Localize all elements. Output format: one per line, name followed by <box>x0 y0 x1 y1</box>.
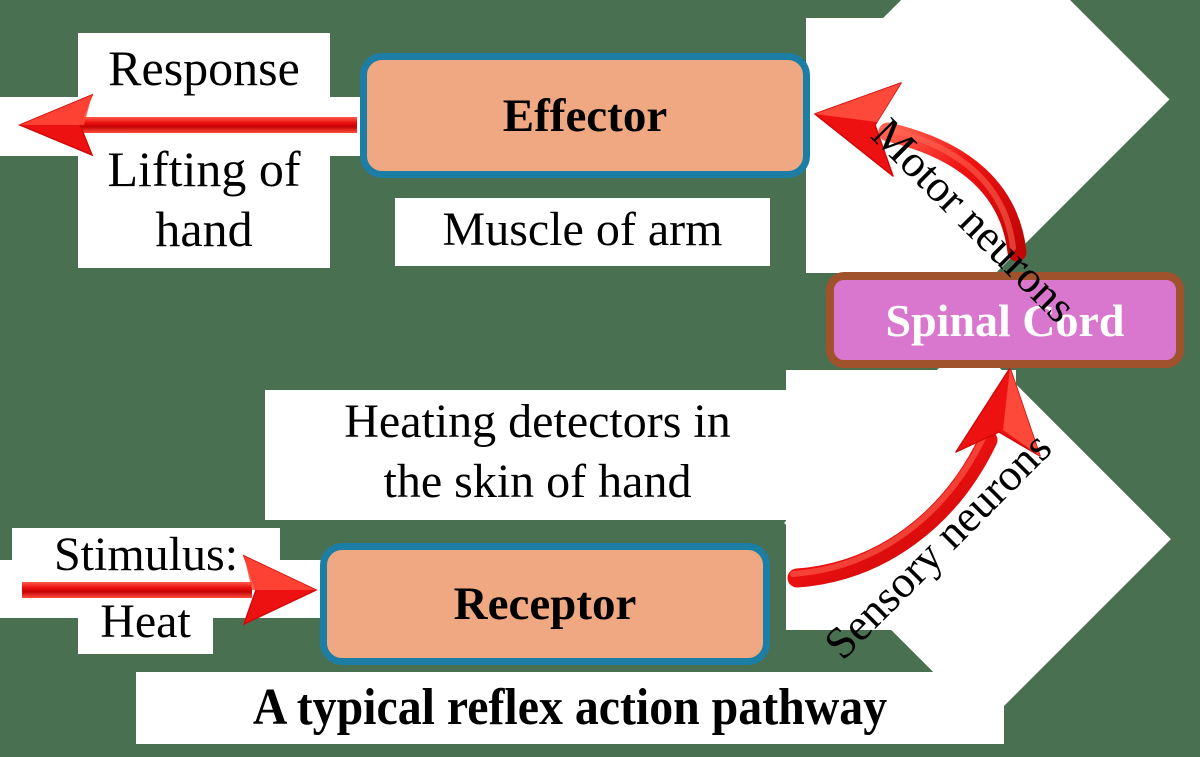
label-effector-detail: Muscle of arm <box>442 203 723 256</box>
label-hand: hand <box>155 201 253 257</box>
node-receptor-label: Receptor <box>453 578 637 630</box>
white-patch-receptor-detail <box>265 390 810 520</box>
node-spinal-cord-label: Spinal Cord <box>885 294 1125 346</box>
node-effector-label: Effector <box>502 89 668 142</box>
label-stimulus: Stimulus: <box>53 528 239 581</box>
label-receptor-detail-line1: Heating detectors in <box>344 395 731 448</box>
label-lifting-of: Lifting of <box>107 141 301 197</box>
node-spinal-cord[interactable]: Spinal Cord <box>826 272 1184 368</box>
white-patch-heat-text <box>78 592 213 654</box>
diagram-title: A typical reflex action pathway <box>252 679 888 736</box>
label-receptor-detail-line2: the skin of hand <box>383 455 692 508</box>
node-receptor[interactable]: Receptor <box>320 543 770 665</box>
node-effector[interactable]: Effector <box>360 53 810 178</box>
white-patch-effector-detail <box>395 198 770 266</box>
label-response: Response <box>108 40 300 96</box>
label-heat: Heat <box>100 595 191 648</box>
white-patch-title <box>136 672 1004 744</box>
